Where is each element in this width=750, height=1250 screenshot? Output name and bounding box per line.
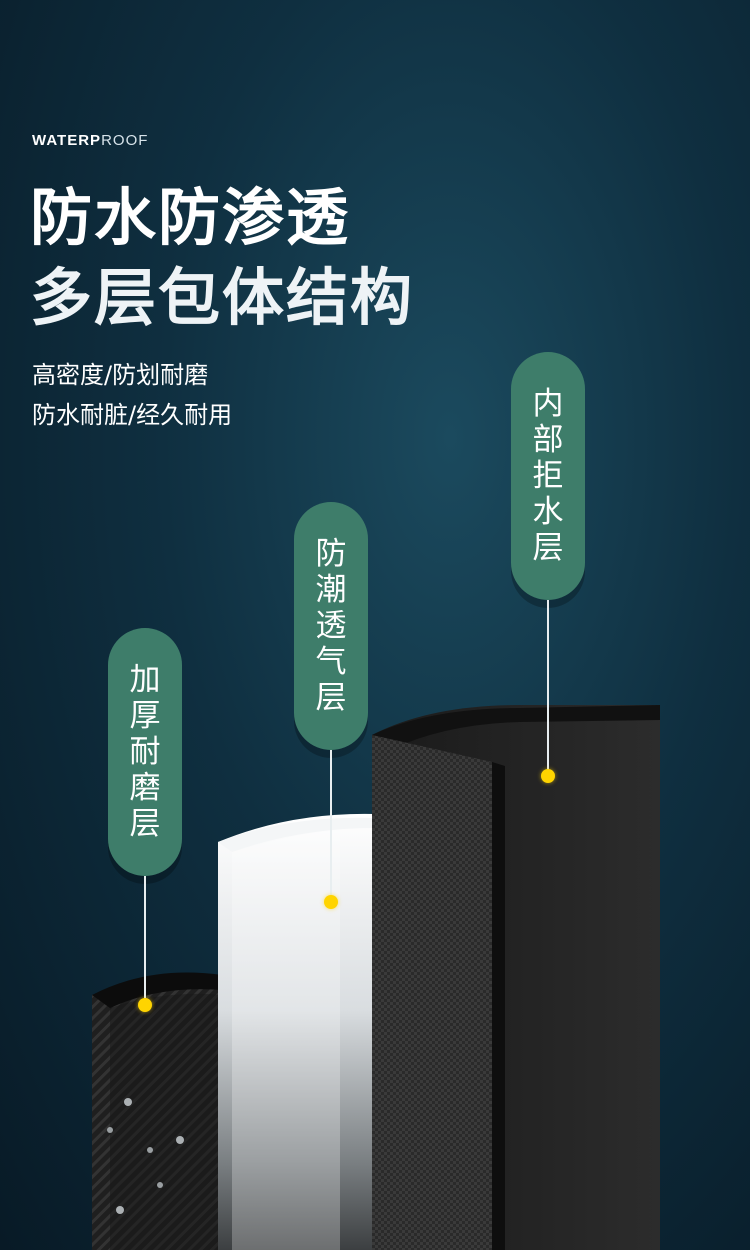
label-char: 磨 [129,770,161,806]
wear-layer-pointer-line [144,876,146,998]
label-char: 耐 [129,734,161,770]
feature-text-1: 高密度/防划耐磨 [32,361,209,389]
wear-layer-marker [138,998,152,1012]
feature-text-2: 防水耐脏/经久耐用 [32,401,233,429]
inner-layer-sheet [372,705,660,1250]
inner-layer-marker [541,769,555,783]
label-char: 防 [315,536,347,572]
label-char: 加 [129,662,161,698]
breathable-layer-marker [324,895,338,909]
page-title-line2: 多层包体结构 [30,261,415,334]
wear-layer-sheet [92,972,222,1250]
breathable-layer-label: 防 潮 透 气 层 [294,502,368,750]
label-char: 水 [532,494,564,530]
label-char: 层 [315,680,347,716]
waterproof-tag: WATERPROOF [32,132,148,149]
inner-layer-pointer-line [547,600,549,770]
inner-layer-label: 内 部 拒 水 层 [511,352,585,600]
label-char: 拒 [532,458,564,494]
breathable-layer-sheet [218,813,375,1250]
label-char: 透 [315,608,347,644]
label-char: 层 [532,530,564,566]
tag-light-text: ROOF [101,132,149,149]
wear-layer-label: 加 厚 耐 磨 层 [108,628,182,876]
page-title-line1: 防水防渗透 [30,181,351,254]
label-char: 气 [315,644,347,680]
label-char: 内 [532,386,564,422]
breathable-layer-pointer-line [330,750,332,895]
tag-bold-text: WATERP [32,132,102,149]
label-char: 厚 [129,698,161,734]
label-char: 部 [532,422,564,458]
label-char: 层 [129,806,161,842]
label-char: 潮 [315,572,347,608]
